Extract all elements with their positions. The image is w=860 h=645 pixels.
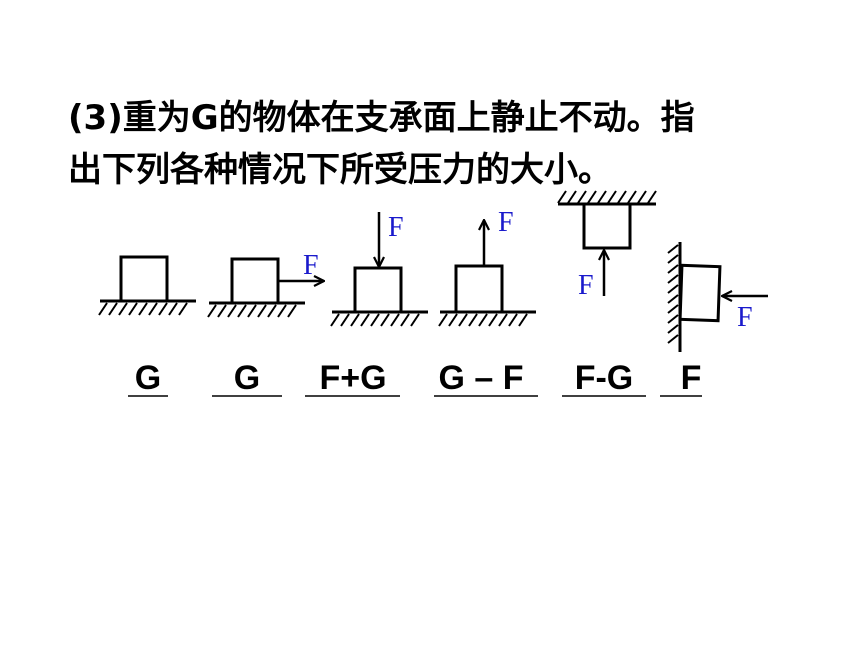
block	[678, 263, 722, 323]
force-label: F	[737, 302, 753, 333]
block	[119, 255, 169, 303]
case-1-block-on-floor	[98, 255, 196, 316]
block	[353, 266, 403, 314]
answer-1: G	[135, 359, 161, 397]
answer-3: F+G	[319, 359, 386, 397]
case-4-upward-force: F	[438, 207, 536, 327]
force-label: F	[578, 270, 594, 301]
question-line-2: 出下列各种情况下所受压力的大小。	[68, 150, 612, 190]
force-label: F	[388, 212, 404, 243]
case-6-wall: F	[667, 242, 768, 352]
force-label: F	[498, 207, 514, 238]
case-3-downward-force: F	[330, 212, 428, 327]
block	[230, 257, 280, 305]
block	[582, 202, 632, 250]
answer-4: G – F	[438, 359, 523, 397]
answer-5: F-G	[575, 359, 634, 397]
answer-row: G G F+G G – F F-G F	[128, 359, 702, 397]
answer-6: F	[681, 359, 702, 397]
case-2-horizontal-force: F	[207, 250, 324, 318]
force-label: F	[303, 250, 319, 281]
case-5-ceiling: F	[557, 190, 657, 301]
block	[454, 264, 504, 314]
question-text: (3)重为G的物体在支承面上静止不动。指 出下列各种情况下所受压力的大小。	[68, 92, 788, 196]
question-line-1: (3)重为G的物体在支承面上静止不动。指	[68, 98, 695, 138]
answer-2: G	[234, 359, 260, 397]
